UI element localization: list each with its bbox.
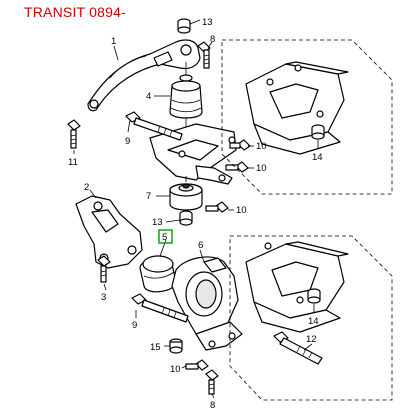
callout-14-upper: 14 xyxy=(312,152,323,163)
callout-10-top: 10 xyxy=(256,141,267,152)
part-6-lower-mount-housing[interactable] xyxy=(171,256,243,351)
callout-4: 4 xyxy=(146,91,151,102)
part-3-bolt[interactable] xyxy=(97,255,111,283)
callout-7: 7 xyxy=(146,191,151,202)
part-14-upper-nut[interactable] xyxy=(311,124,325,140)
part-1-upper-bracket[interactable] xyxy=(87,39,201,112)
chassis-rail-upper xyxy=(221,39,393,195)
callout-10-mid: 10 xyxy=(256,163,267,174)
part-9-upper-long-bolt[interactable] xyxy=(125,111,183,141)
callout-10-side: 10 xyxy=(236,205,247,216)
part-8-lower-bolt[interactable] xyxy=(205,369,219,395)
callout-11: 11 xyxy=(68,157,78,168)
part-5-highlight-box xyxy=(158,229,173,244)
diagram-title: TRANSIT 0894- xyxy=(24,4,126,20)
callout-13-top: 13 xyxy=(202,17,213,28)
callout-8-lower: 8 xyxy=(210,400,215,411)
part-10-middle-bolt[interactable] xyxy=(225,161,249,173)
callout-14-lower: 14 xyxy=(308,316,319,327)
part-13-top-nut[interactable] xyxy=(177,18,191,34)
callout-1: 1 xyxy=(111,36,116,47)
callout-8-top: 8 xyxy=(210,34,215,45)
part-11-bolt[interactable] xyxy=(67,119,81,149)
part-8-bolt[interactable] xyxy=(197,41,211,69)
part-14-lower-nut[interactable] xyxy=(307,288,321,304)
callout-10-lower: 10 xyxy=(170,364,181,375)
part-12-long-bolt[interactable] xyxy=(273,331,323,365)
part-10-side-bolt[interactable] xyxy=(205,201,229,213)
callout-15: 15 xyxy=(150,342,161,353)
middle-mounting-plate[interactable] xyxy=(149,123,237,185)
part-15-stud[interactable] xyxy=(169,338,183,354)
part-10-lower-bolt[interactable] xyxy=(185,359,209,371)
part-13-lower-nut[interactable] xyxy=(179,210,193,226)
part-5-mount-bush[interactable] xyxy=(139,255,177,293)
leader-lines xyxy=(73,19,319,399)
part-2-lower-left-bracket[interactable] xyxy=(75,195,143,269)
callout-3: 3 xyxy=(101,292,106,303)
callout-13-lower: 13 xyxy=(152,217,163,228)
callout-2: 2 xyxy=(84,182,89,193)
callout-6: 6 xyxy=(198,240,203,251)
callout-9-top: 9 xyxy=(125,136,130,147)
callout-labels: 1 13 8 4 9 11 10 10 7 13 10 2 3 5 6 9 15… xyxy=(68,17,323,411)
part-9-lower-long-bolt[interactable] xyxy=(131,293,189,323)
part-4-upper-rubber-mount[interactable] xyxy=(169,62,203,130)
callout-12: 12 xyxy=(306,334,317,345)
callout-9-lower: 9 xyxy=(132,320,137,331)
callout-5: 5 xyxy=(162,232,167,243)
part-7-lower-rubber-mount[interactable] xyxy=(169,176,203,211)
